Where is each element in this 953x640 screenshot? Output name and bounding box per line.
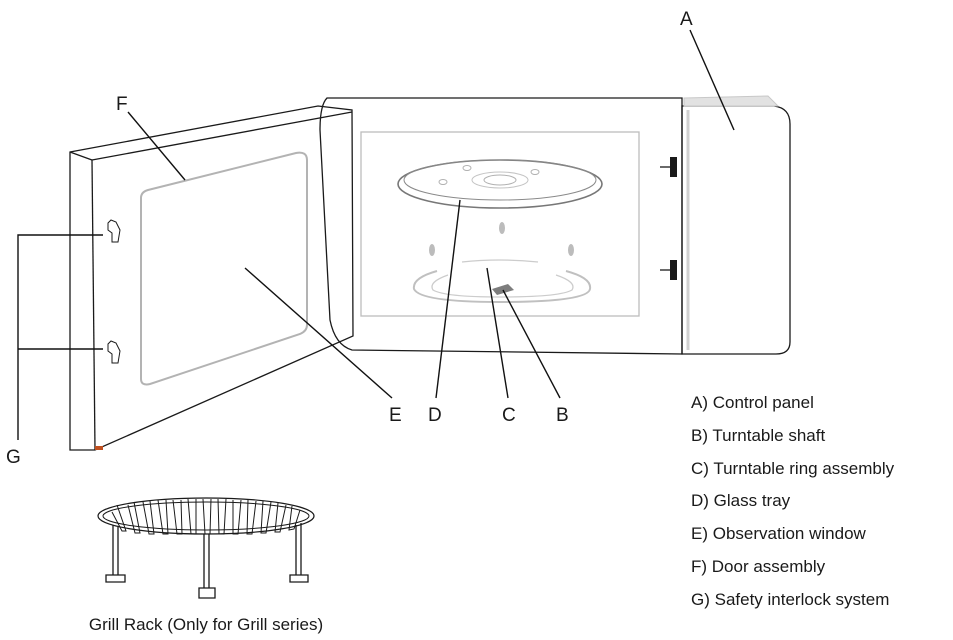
leader-a bbox=[689, 29, 735, 131]
leader-c bbox=[486, 267, 509, 399]
interlock-latch-lower bbox=[107, 340, 121, 364]
callout-b: B bbox=[556, 405, 569, 426]
leader-f bbox=[127, 111, 186, 181]
callout-c: C bbox=[502, 405, 516, 426]
legend-item: G) Safety interlock system bbox=[691, 590, 889, 609]
observation-window bbox=[140, 151, 308, 386]
glass-tray bbox=[397, 159, 603, 209]
callout-g: G bbox=[6, 447, 21, 468]
door-hook-slot-lower bbox=[670, 260, 677, 280]
door-hook-slot-upper bbox=[670, 157, 677, 177]
callout-d: D bbox=[428, 405, 442, 426]
legend-item: F) Door assembly bbox=[691, 557, 826, 576]
microwave-cavity bbox=[319, 97, 683, 355]
leader-b bbox=[502, 289, 561, 399]
turntable-shaft bbox=[492, 284, 514, 295]
leader-e bbox=[244, 267, 393, 399]
callout-e: E bbox=[389, 405, 402, 426]
interlock-latch-upper bbox=[107, 219, 121, 243]
grill-rack bbox=[97, 497, 315, 599]
parts-legend: A) Control panel B) Turntable shaft C) T… bbox=[691, 393, 895, 609]
legend-item: C) Turntable ring assembly bbox=[691, 459, 895, 478]
legend-item: B) Turntable shaft bbox=[691, 426, 825, 445]
callout-f: F bbox=[116, 94, 128, 115]
door-assembly bbox=[69, 105, 354, 451]
turntable-ring-assembly bbox=[412, 222, 592, 304]
leader-g bbox=[17, 234, 103, 440]
callout-a: A bbox=[680, 9, 693, 30]
grill-rack-caption: Grill Rack (Only for Grill series) bbox=[89, 615, 323, 634]
legend-item: D) Glass tray bbox=[691, 491, 791, 510]
leader-d bbox=[435, 199, 461, 399]
legend-item: A) Control panel bbox=[691, 393, 814, 412]
legend-item: E) Observation window bbox=[691, 524, 867, 543]
leader-lines bbox=[17, 29, 735, 440]
control-panel bbox=[681, 95, 791, 355]
